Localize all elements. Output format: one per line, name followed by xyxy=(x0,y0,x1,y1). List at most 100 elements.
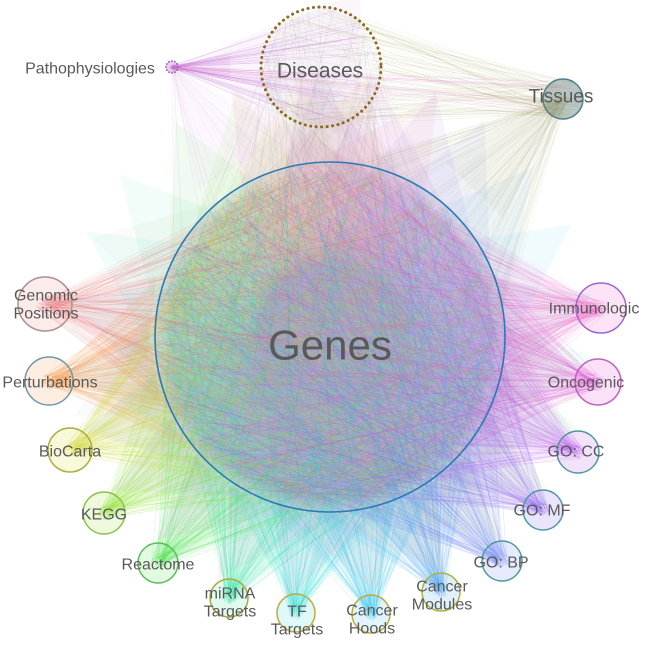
beam-core-pathophysiologies-diseases xyxy=(172,53,231,81)
node-fill-diseases xyxy=(261,7,381,127)
node-immunologic[interactable] xyxy=(575,282,627,334)
beam-glow-kegg-genes xyxy=(104,89,548,513)
label-diseases: Diseases xyxy=(277,59,363,82)
node-mirna-targets[interactable] xyxy=(209,578,249,618)
beam-core-perturbations-genes xyxy=(49,324,161,405)
edges-go-bp-genes xyxy=(160,164,509,568)
label-go-cc: GO: CC xyxy=(548,444,605,461)
edges-go-mf-genes xyxy=(157,162,550,516)
edges-go-cc-genes xyxy=(155,162,586,500)
node-tissues[interactable] xyxy=(542,78,584,120)
edges-pathophysiologies-diseases xyxy=(170,10,379,122)
edges-genomic-positions-genes xyxy=(35,165,504,512)
beam-glow-tissues-genes xyxy=(92,99,563,573)
edges-biocarta-genes xyxy=(63,171,505,508)
beam-glow-immunologic-genes xyxy=(231,88,601,601)
beam-core-biocarta-genes xyxy=(70,370,184,450)
node-fill-genomic-positions xyxy=(18,277,72,331)
label-perturbations: Perturbations xyxy=(2,375,97,392)
node-fill-biocarta xyxy=(48,428,92,472)
node-diseases[interactable] xyxy=(259,5,383,129)
beam-core-diseases-genes xyxy=(283,67,366,169)
beam-core-mirna-targets-genes xyxy=(228,486,305,598)
beam-core-genomic-positions-genes xyxy=(45,276,157,357)
label-go-bp: GO: BP xyxy=(473,555,528,572)
label-tissues: Tissues xyxy=(529,87,594,108)
edge-lines-layer xyxy=(35,7,610,621)
node-fill-reactome xyxy=(138,543,178,583)
edges-kegg-genes xyxy=(96,163,498,521)
node-fill-cancer-modules xyxy=(422,573,460,611)
node-pathophysiologies[interactable] xyxy=(165,60,179,74)
node-genomic-positions[interactable] xyxy=(17,276,73,332)
label-oncogenic: Oncogenic xyxy=(548,375,625,392)
beam-glow-layer xyxy=(45,0,601,614)
node-reactome[interactable] xyxy=(137,542,179,584)
label-go-mf: GO: MF xyxy=(514,503,571,520)
beam-glow-mirna-targets-genes xyxy=(119,174,595,598)
node-fill-pathophysiologies xyxy=(166,61,178,73)
node-biocarta[interactable] xyxy=(47,427,93,473)
node-kegg[interactable] xyxy=(82,491,126,535)
edges-mirna-targets-genes xyxy=(160,163,502,605)
beam-core-kegg-genes xyxy=(104,415,214,513)
beam-core-cancer-hoods-genes xyxy=(315,504,396,614)
edges-tissues-genes xyxy=(161,92,571,512)
node-go-bp[interactable] xyxy=(481,540,523,582)
beam-glow-perturbations-genes xyxy=(49,74,447,576)
label-biocarta: BioCarta xyxy=(39,444,101,461)
node-go-mf[interactable] xyxy=(522,489,564,531)
node-cancer-modules[interactable] xyxy=(421,572,461,612)
node-go-cc[interactable] xyxy=(556,430,600,474)
edges-pathophysiologies-tissues xyxy=(170,64,582,116)
beam-glow-go-bp-genes xyxy=(81,121,503,562)
node-fill-perturbations xyxy=(25,357,73,405)
beam-core-oncogenic-genes xyxy=(491,325,598,406)
label-immunologic: Immunologic xyxy=(549,301,640,318)
beam-core-reactome-genes xyxy=(158,454,255,563)
beam-glow-go-cc-genes xyxy=(156,73,578,540)
node-cancer-hoods[interactable] xyxy=(351,594,391,634)
beam-glow-cancer-modules-genes xyxy=(66,166,535,592)
beam-core-tf-targets-genes xyxy=(268,505,349,613)
label-reactome: Reactome xyxy=(122,557,195,574)
node-fill-mirna-targets xyxy=(210,579,248,617)
node-perturbations[interactable] xyxy=(24,356,74,406)
beam-core-tissues-genes xyxy=(445,99,563,218)
node-oncogenic[interactable] xyxy=(574,358,622,406)
node-fill-tf-targets xyxy=(277,594,315,632)
node-fill-kegg xyxy=(83,492,125,534)
node-genes[interactable] xyxy=(154,161,506,513)
beam-glow-pathophysiologies-diseases xyxy=(172,0,361,143)
node-fill-cancer-hoods xyxy=(352,595,390,633)
node-rings-layer xyxy=(17,5,627,634)
label-pathophysiologies: Pathophysiologies xyxy=(25,61,155,78)
node-fill-genes xyxy=(155,162,505,512)
beam-glow-cancer-hoods-genes xyxy=(67,224,571,614)
node-fill-go-mf xyxy=(523,490,563,530)
node-fill-tissues xyxy=(543,79,583,119)
edges-perturbations-genes xyxy=(40,164,505,511)
edges-cancer-hoods-genes xyxy=(156,168,500,621)
beam-glow-oncogenic-genes xyxy=(216,71,598,580)
beam-glow-reactome-genes xyxy=(158,121,579,564)
edges-oncogenic-genes xyxy=(158,162,606,509)
node-fill-go-cc xyxy=(557,431,599,473)
edges-diseases-tissues xyxy=(261,7,583,126)
label-kegg: KEGG xyxy=(81,507,127,524)
edges-diseases-genes xyxy=(155,7,504,509)
beam-core-go-mf-genes xyxy=(438,414,543,510)
node-fill-oncogenic xyxy=(575,359,621,405)
beam-glow-diseases-genes xyxy=(74,67,591,417)
edges-immunologic-genes xyxy=(155,163,610,511)
edges-reactome-genes xyxy=(150,163,501,570)
labels-layer: GenesDiseasesTissuesPathophysiologiesGen… xyxy=(2,59,639,638)
node-tf-targets[interactable] xyxy=(276,593,316,633)
